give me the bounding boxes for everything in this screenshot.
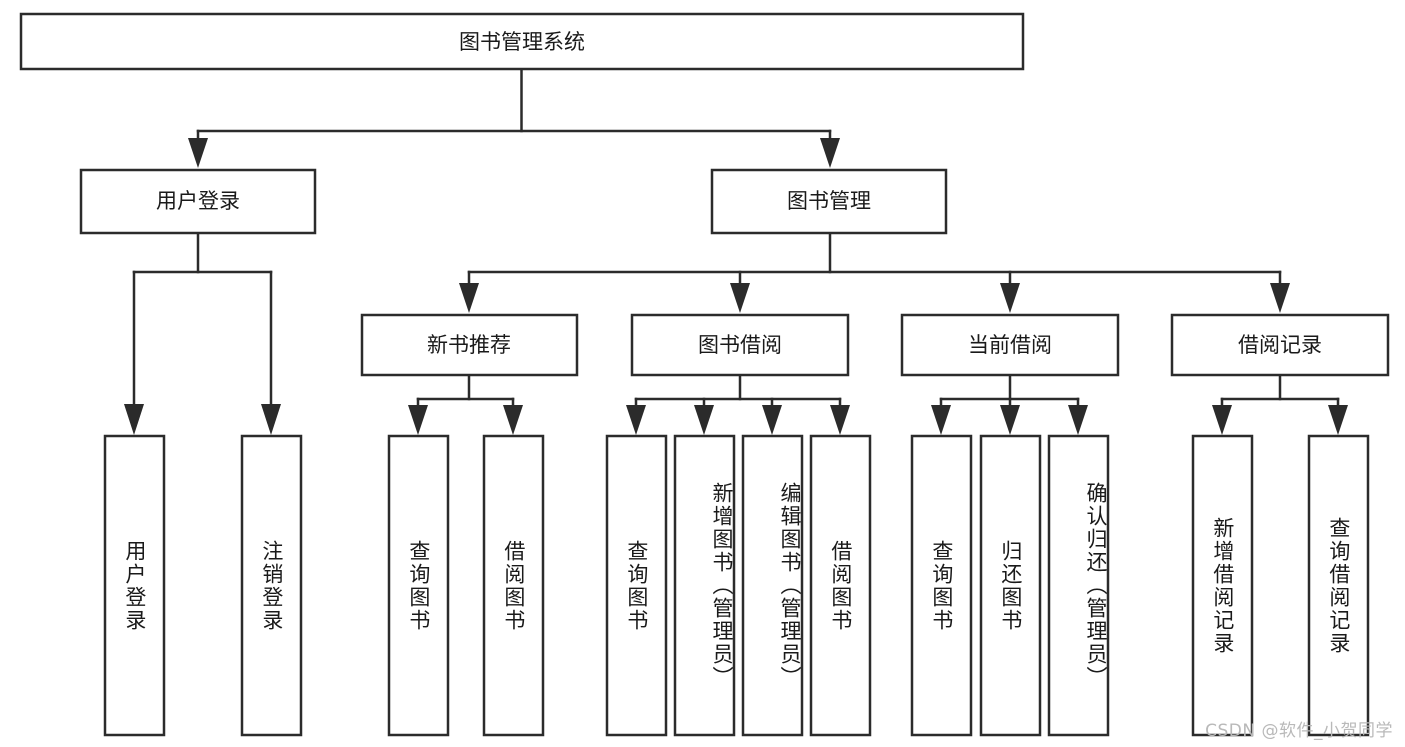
leaf-box-borrow-record-2[interactable]: [1307, 434, 1370, 737]
arrowhead-new-book: [459, 283, 479, 313]
leaf-label-user-login-1: 用户登录: [122, 539, 147, 632]
leaf-label-new-book-1: 查询图书: [406, 539, 431, 632]
arrowhead-leaf-user-login-2: [261, 404, 281, 435]
watermark-text: CSDN @软件_小贺同学: [1205, 721, 1393, 741]
leaf-box-borrow-record-1[interactable]: [1191, 434, 1254, 737]
leaf-label-current-borrow-3: 确认归还（管理员）: [1084, 482, 1108, 689]
leaf-box-user-login-1[interactable]: [103, 434, 166, 737]
node-new-book-label: 新书推荐: [427, 333, 511, 357]
arrowhead-leaf-book-borrow-1: [626, 405, 646, 435]
leaf-label-book-borrow-4: 借阅图书: [828, 539, 853, 632]
leaf-label-borrow-record-1: 新增借阅记录: [1210, 516, 1235, 655]
node-book-manage-box[interactable]: [710, 168, 948, 235]
leaf-box-current-borrow-2[interactable]: [979, 434, 1042, 737]
arrowhead-leaf-user-login-1: [124, 404, 144, 435]
leaf-label-book-borrow-2: 新增图书（管理员）: [710, 482, 734, 689]
leaf-label-new-book-2: 借阅图书: [501, 539, 526, 632]
connector-group: [124, 67, 1348, 435]
node-user-login-label: 用户登录: [156, 189, 240, 213]
node-root-box[interactable]: [19, 12, 1025, 71]
arrowhead-book-manage: [820, 138, 840, 168]
node-root-label: 图书管理系统: [459, 30, 585, 54]
arrowhead-current-borrow: [1000, 283, 1020, 313]
arrowhead-leaf-new-book-1: [408, 405, 428, 435]
node-borrow-record-box[interactable]: [1170, 313, 1390, 377]
leaf-label-book-borrow-3: 编辑图书（管理员）: [778, 482, 802, 689]
arrowhead-leaf-current-borrow-2: [1000, 405, 1020, 435]
leaf-label-user-login-2: 注销登录: [259, 539, 284, 632]
leaf-box-new-book-2[interactable]: [482, 434, 545, 737]
node-borrow-record-label: 借阅记录: [1238, 333, 1322, 357]
node-current-borrow-label: 当前借阅: [968, 333, 1052, 357]
leaf-label-current-borrow-1: 查询图书: [929, 539, 954, 632]
leaf-box-book-borrow-3[interactable]: [741, 434, 804, 737]
node-book-manage-label: 图书管理: [787, 189, 871, 213]
leaf-label-borrow-record-2: 查询借阅记录: [1326, 516, 1351, 655]
leaf-box-current-borrow-3[interactable]: [1047, 434, 1110, 737]
node-box-group: [19, 12, 1390, 737]
leaf-box-new-book-1[interactable]: [387, 434, 450, 737]
node-book-borrow-box[interactable]: [630, 313, 850, 377]
leaf-box-user-login-2[interactable]: [240, 434, 303, 737]
arrowhead-leaf-current-borrow-1: [931, 405, 951, 435]
leaf-box-book-borrow-4[interactable]: [809, 434, 872, 737]
arrowhead-leaf-borrow-record-2: [1328, 405, 1348, 435]
arrowhead-leaf-book-borrow-4: [830, 405, 850, 435]
leaf-label-current-borrow-2: 归还图书: [998, 539, 1023, 632]
node-label-group: 图书管理系统 用户登录 图书管理 新书推荐 图书借阅 当前借阅 借阅记录: [156, 30, 1322, 357]
node-new-book-box[interactable]: [360, 313, 579, 377]
node-user-login-box[interactable]: [79, 168, 317, 235]
arrowhead-borrow-record: [1270, 283, 1290, 313]
arrowhead-leaf-current-borrow-3: [1068, 405, 1088, 435]
node-current-borrow-box[interactable]: [900, 313, 1120, 377]
arrowhead-book-borrow: [730, 283, 750, 313]
arrowhead-user-login: [188, 138, 208, 168]
leaf-box-book-borrow-1[interactable]: [605, 434, 668, 737]
node-book-borrow-label: 图书借阅: [698, 333, 782, 357]
arrowhead-leaf-new-book-2: [503, 405, 523, 435]
arrowhead-leaf-book-borrow-3: [762, 405, 782, 435]
arrowhead-leaf-book-borrow-2: [694, 405, 714, 435]
arrowhead-leaf-borrow-record-1: [1212, 405, 1232, 435]
leaf-box-current-borrow-1[interactable]: [910, 434, 973, 737]
leaf-box-book-borrow-2[interactable]: [673, 434, 736, 737]
leaf-label-book-borrow-1: 查询图书: [624, 539, 649, 632]
